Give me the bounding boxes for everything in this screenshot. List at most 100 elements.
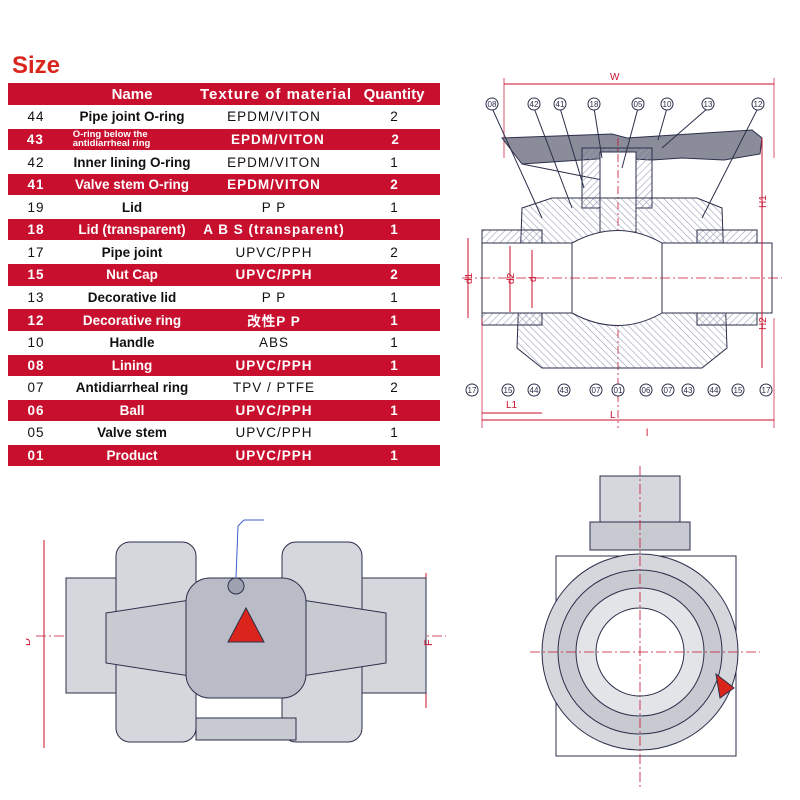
part-name: Ball xyxy=(119,402,145,418)
part-name: Lid (transparent) xyxy=(78,222,186,238)
callout-label: 17 xyxy=(468,386,477,395)
part-quantity: 1 xyxy=(390,312,398,328)
part-material: ABS xyxy=(258,335,289,351)
part-name: O-ring below the antidiarrheal ring xyxy=(72,129,151,150)
callout-circle xyxy=(557,383,571,397)
callout-label: 05 xyxy=(634,100,643,109)
part-number: 44 xyxy=(27,109,45,125)
part-number: 10 xyxy=(27,335,45,351)
callout-circle xyxy=(527,383,541,397)
part-material: P P xyxy=(261,290,287,305)
table-row: 12 Decorative ring 改性P P 1 xyxy=(8,309,440,331)
callout-circle xyxy=(527,97,541,111)
part-quantity: 1 xyxy=(390,199,398,215)
part-name: Valve stem xyxy=(97,425,167,441)
header-material: Texture of material xyxy=(200,85,353,103)
part-quantity: 2 xyxy=(390,177,398,193)
part-name: Handle xyxy=(109,335,155,351)
part-name: Product xyxy=(106,448,158,464)
part-material: P P xyxy=(261,199,287,215)
callout-circle xyxy=(639,383,653,397)
dim-l1: L1 xyxy=(506,400,518,411)
part-quantity: 2 xyxy=(390,267,398,283)
part-quantity: 1 xyxy=(390,402,398,418)
part-number: 13 xyxy=(27,290,45,305)
dim-l-small: l xyxy=(646,428,648,438)
part-material: EPDM/VITON xyxy=(227,109,321,125)
dim-d1: d1 xyxy=(464,272,475,284)
table-row: 19 Lid P P 1 xyxy=(8,196,440,218)
table-row: 43 O-ring below the antidiarrheal ring EPD… xyxy=(8,128,440,151)
table-row: 41 Valve stem O-ring EPDM/VITON 2 xyxy=(8,173,440,196)
part-name: Inner lining O-ring xyxy=(73,154,191,170)
part-material: UPVC/PPH xyxy=(235,267,313,283)
part-name: Pipe joint xyxy=(101,244,163,260)
callout-circle xyxy=(707,383,721,397)
callout-label: 43 xyxy=(684,386,693,395)
part-number: 43 xyxy=(26,131,44,147)
callout-label: 18 xyxy=(590,100,599,109)
table-header: Name Texture of material Quantity xyxy=(8,83,440,105)
callout-label: 44 xyxy=(710,386,719,395)
dim-l: L xyxy=(610,410,616,421)
part-name: Antidiarrheal ring xyxy=(75,380,189,396)
part-number: 19 xyxy=(27,199,45,215)
part-name: Valve stem O-ring xyxy=(74,177,190,193)
part-number: 05 xyxy=(27,425,45,441)
dim-h1: H1 xyxy=(758,195,769,208)
part-number: 41 xyxy=(27,177,45,193)
callout-circle xyxy=(465,383,479,397)
callout-circle xyxy=(660,97,674,111)
part-number: 06 xyxy=(27,402,45,418)
dim-f: F xyxy=(423,639,435,646)
part-quantity: 2 xyxy=(391,131,399,147)
dim-big-d: D xyxy=(26,638,33,646)
header-name: Name xyxy=(111,85,153,103)
part-material: UPVC/PPH xyxy=(235,357,313,373)
callout-label: 41 xyxy=(556,100,565,109)
part-quantity: 1 xyxy=(390,425,398,441)
part-material: TPV / PTFE xyxy=(232,380,315,396)
dim-h2: H2 xyxy=(758,317,769,330)
callout-circle xyxy=(553,97,567,111)
part-material: UPVC/PPH xyxy=(235,402,313,418)
part-name: Lining xyxy=(111,357,153,373)
callout-label: 01 xyxy=(614,386,623,395)
part-number: 42 xyxy=(27,154,45,170)
callout-label: 44 xyxy=(530,386,539,395)
part-quantity: 1 xyxy=(390,290,398,305)
part-material: UPVC/PPH xyxy=(235,425,313,441)
part-number: 12 xyxy=(27,312,45,328)
part-material: EPDM/VITON xyxy=(230,131,325,147)
dim-w: W xyxy=(610,72,620,83)
part-quantity: 2 xyxy=(390,244,398,260)
callout-label: 43 xyxy=(560,386,569,395)
dim-d2: d2 xyxy=(506,272,517,284)
part-name: Decorative ring xyxy=(82,312,182,328)
dim-d: d xyxy=(528,276,539,282)
part-name: Nut Cap xyxy=(106,267,158,283)
part-material: EPDM/VITON xyxy=(227,177,321,193)
part-number: 17 xyxy=(27,244,45,260)
part-quantity: 1 xyxy=(390,448,398,464)
part-number: 08 xyxy=(27,357,45,373)
part-name: Lid xyxy=(121,199,143,215)
part-name: Decorative lid xyxy=(87,290,177,305)
callout-circle xyxy=(751,97,765,111)
callout-label: 10 xyxy=(663,100,672,109)
callout-circle xyxy=(587,97,601,111)
callout-label: 07 xyxy=(664,386,673,395)
part-material: 改性P P xyxy=(247,314,301,330)
callout-label: 08 xyxy=(488,100,497,109)
callout-label: 42 xyxy=(530,100,539,109)
callout-circle xyxy=(501,383,515,397)
table-row: 05 Valve stem UPVC/PPH 1 xyxy=(8,422,440,444)
callout-label: 12 xyxy=(754,100,763,109)
callout-label: 07 xyxy=(592,386,601,395)
part-number: 01 xyxy=(27,448,45,464)
